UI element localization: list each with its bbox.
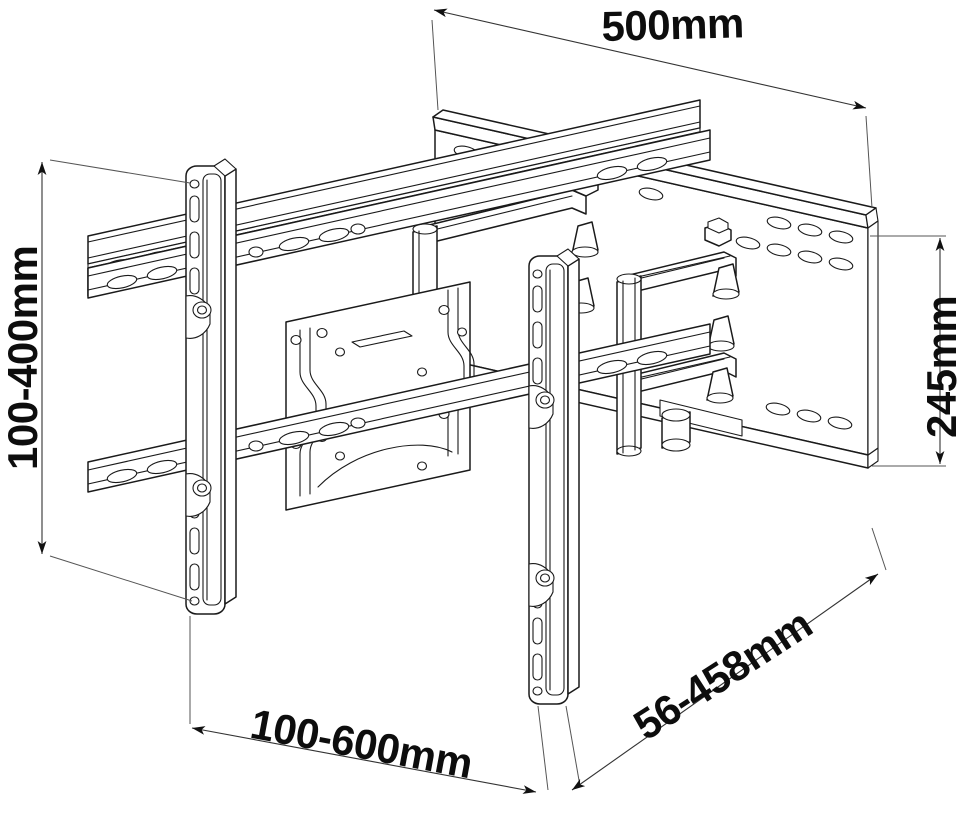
dimension-100-600mm bbox=[189, 616, 549, 794]
dimension-label-100-400mm: 100-400mm bbox=[0, 245, 46, 470]
dimension-100-400mm bbox=[37, 159, 193, 602]
rail-joint-right-lower bbox=[528, 563, 555, 607]
wall-plate-slot-row-mid bbox=[735, 236, 854, 271]
dimension-500mm bbox=[431, 8, 873, 209]
dimension-label-500mm: 500mm bbox=[600, 0, 745, 50]
dimension-56-458mm bbox=[565, 527, 887, 791]
rail-slots-lower bbox=[106, 350, 668, 484]
wall-plate-slot-row-lower bbox=[765, 402, 853, 430]
rail-joint-right-upper bbox=[528, 385, 555, 429]
rail-joint-left-upper bbox=[185, 295, 212, 339]
rail-joint-left-lower bbox=[185, 473, 212, 517]
dimension-label-245mm: 245mm bbox=[918, 295, 965, 438]
tv-bracket-rail-left bbox=[185, 158, 237, 615]
rail-slots-upper bbox=[106, 156, 668, 290]
spacer-cone-group bbox=[567, 221, 740, 404]
dimension-245mm bbox=[870, 235, 946, 467]
tv-bracket-rail-right bbox=[528, 248, 580, 705]
pivot-hinge-base bbox=[661, 408, 691, 452]
hex-bolt-lower bbox=[704, 217, 732, 247]
